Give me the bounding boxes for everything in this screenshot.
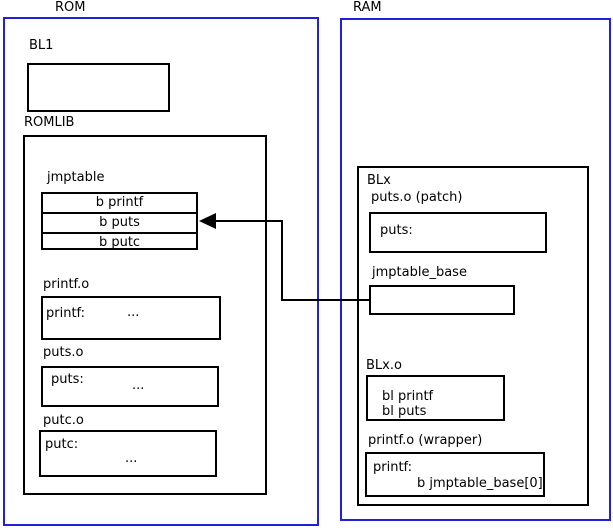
bl1-box xyxy=(27,63,170,112)
printf-wrapper-label: printf.o (wrapper) xyxy=(368,433,483,448)
jmptable-row-printf: b printf xyxy=(95,195,144,210)
puts-symbol: puts: xyxy=(51,372,84,387)
puts-patch-box: puts: xyxy=(369,212,547,253)
jmptable-base-label: jmptable_base xyxy=(372,265,467,280)
printf-o-label: printf.o xyxy=(43,277,90,292)
printf-ellipsis: ... xyxy=(127,305,140,320)
putc-symbol: putc: xyxy=(45,437,79,452)
putc-ellipsis: ... xyxy=(125,451,138,466)
puts-ellipsis: ... xyxy=(132,378,145,393)
ram-region-title: RAM xyxy=(353,0,382,15)
puts-o-label: puts.o xyxy=(43,345,84,360)
printf-o-box: printf: ... xyxy=(41,296,221,340)
jmptable-label: jmptable xyxy=(47,170,105,185)
printf-wrapper-symbol: printf: xyxy=(373,460,413,475)
blx-o-label: BLx.o xyxy=(366,358,402,373)
romlib-label: ROMLIB xyxy=(24,115,75,130)
jmptable-base-box xyxy=(369,285,515,315)
jmptable-row-putc: b putc xyxy=(43,232,196,252)
blx-label: BLx xyxy=(367,173,391,188)
rom-region-title: ROM xyxy=(55,0,86,15)
jmptable-box: b printf b puts b putc xyxy=(41,192,198,250)
puts-patch-label: puts.o (patch) xyxy=(371,190,463,205)
puts-o-box: puts: ... xyxy=(41,366,219,407)
putc-o-label: putc.o xyxy=(43,413,84,428)
printf-wrapper-instruction: b jmptable_base[0] xyxy=(417,476,543,491)
printf-symbol: printf: xyxy=(46,306,86,321)
blx-o-box: bl printf bl puts xyxy=(366,375,505,421)
bl1-label: BL1 xyxy=(29,38,54,53)
jmptable-row-puts: b puts xyxy=(43,212,196,232)
blx-o-line1: bl printf xyxy=(382,389,434,404)
puts-patch-symbol: puts: xyxy=(380,223,413,238)
blx-o-line2: bl puts xyxy=(382,404,427,419)
printf-wrapper-box: printf: b jmptable_base[0] xyxy=(365,452,545,497)
putc-o-box: putc: ... xyxy=(39,430,217,477)
